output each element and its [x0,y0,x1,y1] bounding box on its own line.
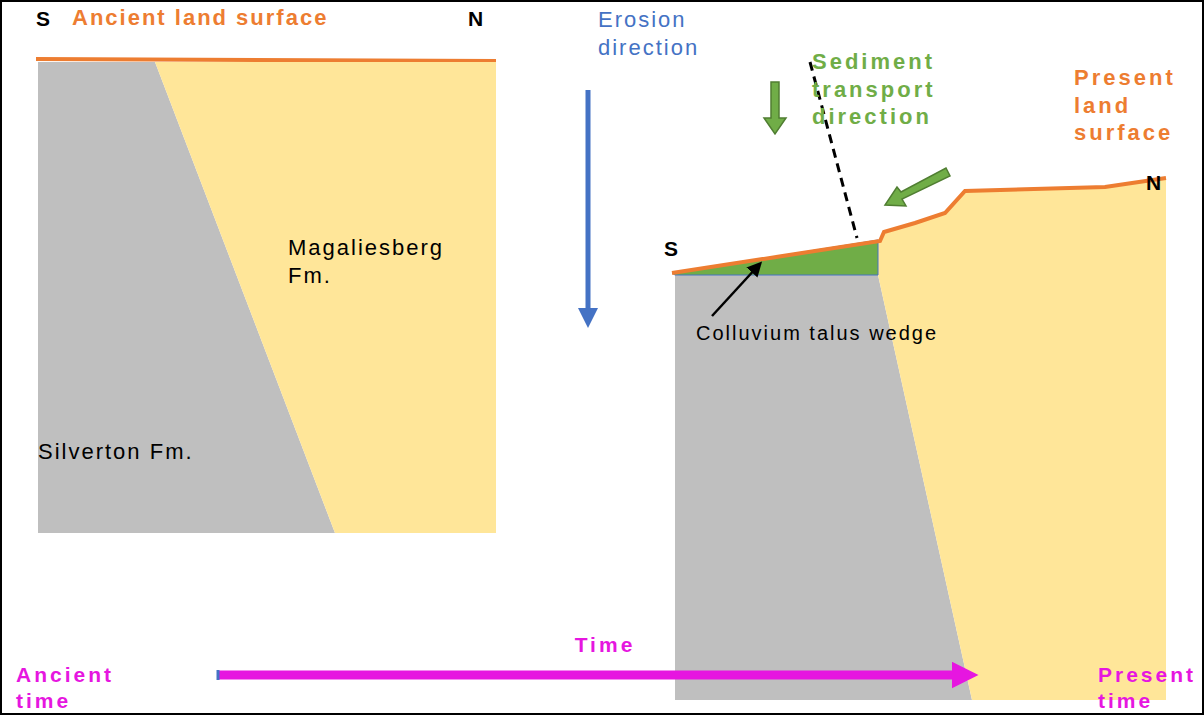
axis-label: Present time [1098,662,1198,715]
time-arrow-tail [217,670,220,680]
region-outline [38,62,496,534]
direction-letter: S [36,6,66,32]
axis-label: Time [555,632,655,658]
rock-formation-region: Magaliesberg Fm. [38,62,496,534]
surface-label: Ancient land surface [72,4,452,32]
sediment-arrow-down [764,82,786,134]
surface-label: Present land surface [1074,64,1192,147]
direction-letter: S [664,236,694,262]
direction-letter: N [1146,170,1176,196]
wedge-label: Colluvium talus wedge [696,321,1016,346]
ancient-land-surface [36,59,496,61]
erosion-arrow [586,90,591,318]
leader-arrow [712,267,757,316]
formation-name: Silverton Fm. [38,438,238,466]
sediment-arrow-diagonal [885,168,950,206]
present-land-surface [672,178,1166,273]
arrow-label: Erosion direction [598,6,738,61]
magaliesberg-present [878,178,1166,700]
arrow-label: Sediment transport direction [812,48,962,131]
time-arrow [218,671,965,680]
formation-name: Magaliesberg Fm. [288,234,458,289]
region-fill [155,62,496,533]
axis-label: Ancient time [16,662,126,715]
direction-letter: N [468,6,498,32]
